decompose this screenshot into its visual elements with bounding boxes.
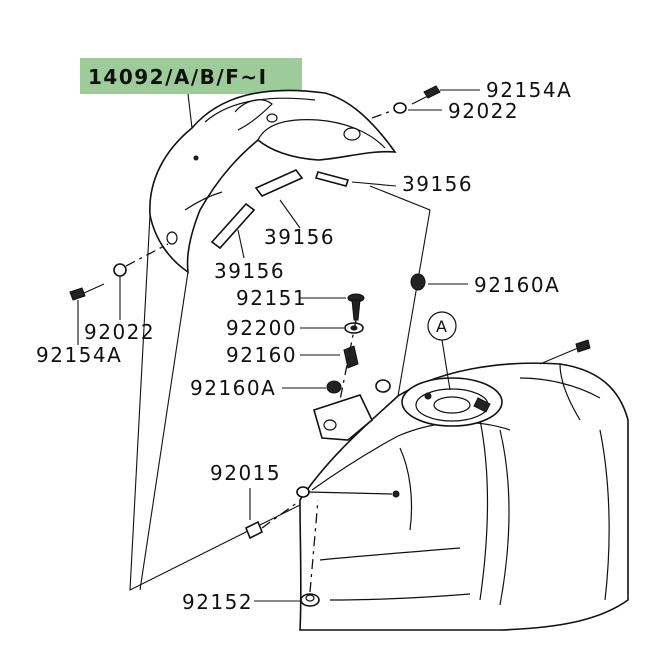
cover-outline-leader-2 (139, 271, 189, 591)
bolt-92151 (347, 293, 365, 321)
leader-39156-mid (279, 199, 301, 229)
main-part-highlight (80, 58, 302, 94)
label-92160A-left: 92160A (190, 376, 276, 400)
pad-39156-a (254, 169, 304, 197)
main-part-leader (187, 93, 193, 129)
label-92152: 92152 (182, 590, 253, 614)
label-92160A-right: 92160A (474, 273, 560, 297)
callout-a-letter: A (436, 317, 447, 336)
washer-92022-left (113, 263, 127, 277)
pad-39156-top (314, 171, 350, 187)
damper-92160 (343, 345, 359, 369)
axis-left-screw (125, 243, 169, 267)
grommet-92160A-right (410, 273, 426, 291)
label-92154A-left: 92154A (36, 343, 122, 367)
cover-tank-leader (369, 185, 431, 397)
label-39156-c: 39156 (214, 259, 285, 283)
label-92200: 92200 (226, 316, 297, 340)
fuel-tank (296, 339, 629, 631)
pad-39156-b (210, 202, 256, 250)
callout-a-leader (441, 339, 451, 391)
bolt-92152 (300, 593, 320, 607)
screw-92154A-top (411, 85, 441, 105)
leader-39156-low (237, 229, 245, 259)
label-92151: 92151 (236, 286, 307, 310)
leader-39156-top (351, 181, 397, 187)
label-92022-left: 92022 (84, 320, 155, 344)
grommet-92160A-left (326, 380, 342, 394)
tank-cover (149, 89, 397, 274)
spacer-92015 (244, 520, 264, 540)
cover-outline-leader (129, 214, 301, 591)
axis-top-screw (371, 109, 395, 119)
axis-92015 (261, 501, 299, 529)
label-92015: 92015 (210, 461, 281, 485)
screw-92154A-left (69, 283, 105, 301)
label-92022-top: 92022 (448, 99, 519, 123)
axis-92152 (309, 499, 319, 593)
label-92154A-top: 92154A (486, 78, 572, 102)
label-39156-a: 39156 (402, 172, 473, 196)
washer-92022-top (393, 102, 407, 114)
label-39156-b: 39156 (264, 225, 335, 249)
label-92160: 92160 (226, 343, 297, 367)
main-part-label: 14092/A/B/F~I (88, 65, 268, 89)
